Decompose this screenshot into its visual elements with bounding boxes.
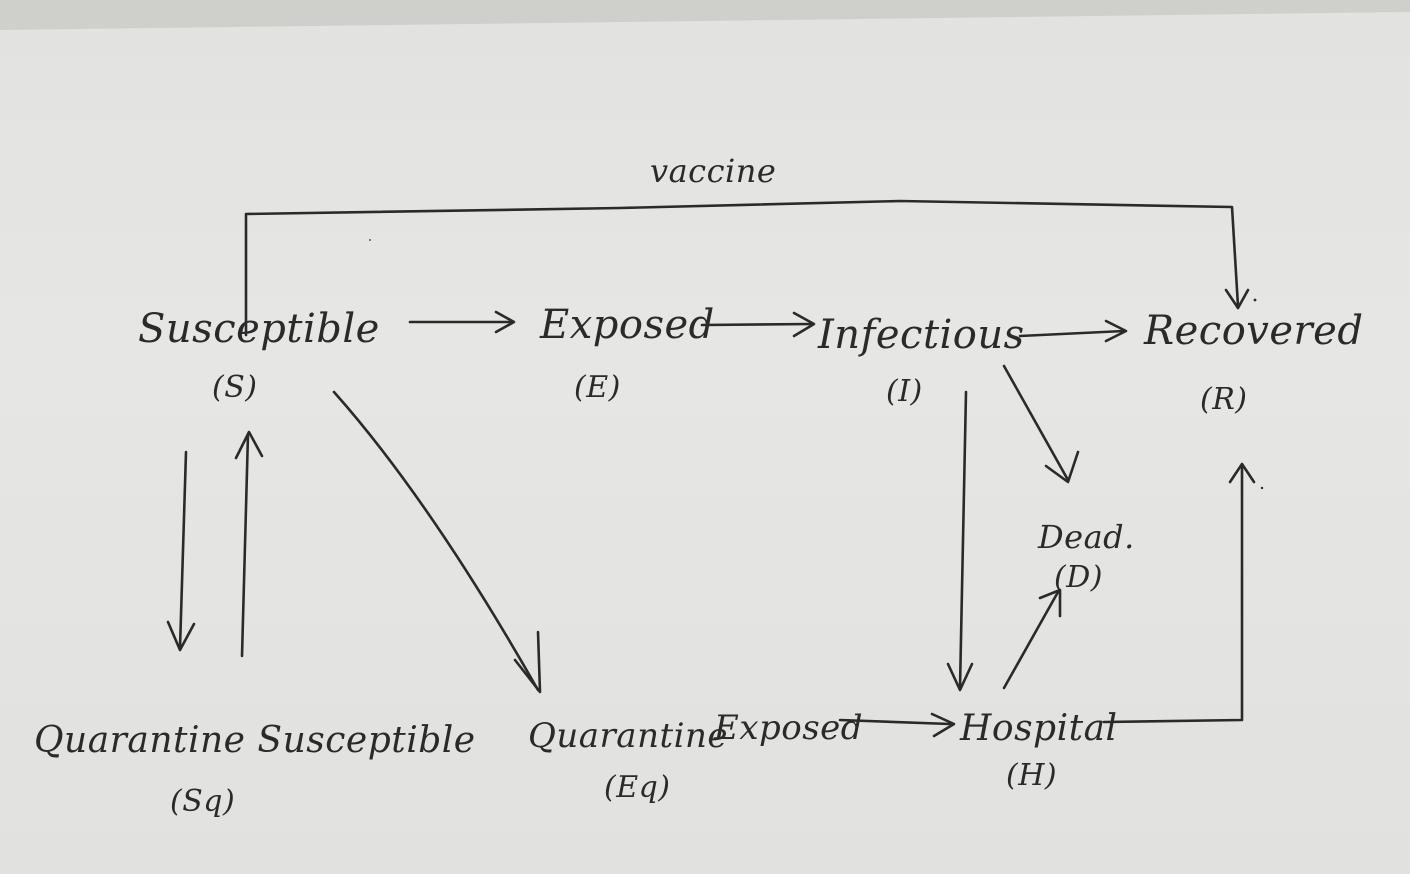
node-sq-name: Quarantine Susceptible — [34, 720, 476, 761]
node-e-name: Exposed — [540, 302, 715, 348]
edge-label-vaccine: vaccine — [650, 152, 777, 190]
edge-i-to-d — [1002, 364, 1080, 484]
node-d-name: Dead. — [1038, 518, 1135, 556]
node-s-abbr: (S) — [212, 370, 258, 405]
node-s-name: Susceptible — [138, 306, 380, 352]
node-i-abbr: (I) — [886, 374, 923, 409]
edge-i-to-r — [1018, 319, 1128, 343]
edge-eq-to-h — [838, 712, 956, 738]
node-eq-extra: Exposed — [714, 708, 864, 748]
paper-edge-shadow — [0, 0, 1410, 30]
edge-h-to-r — [1102, 462, 1256, 724]
node-r-abbr: (R) — [1200, 382, 1248, 417]
edge-s-to-e — [408, 310, 516, 334]
node-eq-abbr: (Eq) — [604, 770, 671, 805]
node-r-name: Recovered — [1144, 308, 1364, 354]
node-d-abbr: (D) — [1054, 560, 1103, 595]
node-i-name: Infectious — [818, 312, 1025, 358]
edge-s-to-sq — [166, 450, 196, 652]
node-sq-abbr: (Sq) — [170, 784, 236, 819]
edge-h-to-d — [1002, 588, 1062, 690]
edge-s-to-eq — [332, 390, 542, 694]
edge-sq-to-s — [234, 430, 264, 658]
edge-i-to-h — [946, 390, 974, 692]
edge-s-to-r-vaccine — [244, 199, 1250, 337]
node-h-abbr: (H) — [1006, 758, 1058, 793]
edge-e-to-i — [700, 311, 816, 338]
node-e-abbr: (E) — [574, 370, 621, 405]
node-eq-name: Quarantine — [528, 716, 729, 756]
node-h-name: Hospital — [960, 708, 1118, 749]
